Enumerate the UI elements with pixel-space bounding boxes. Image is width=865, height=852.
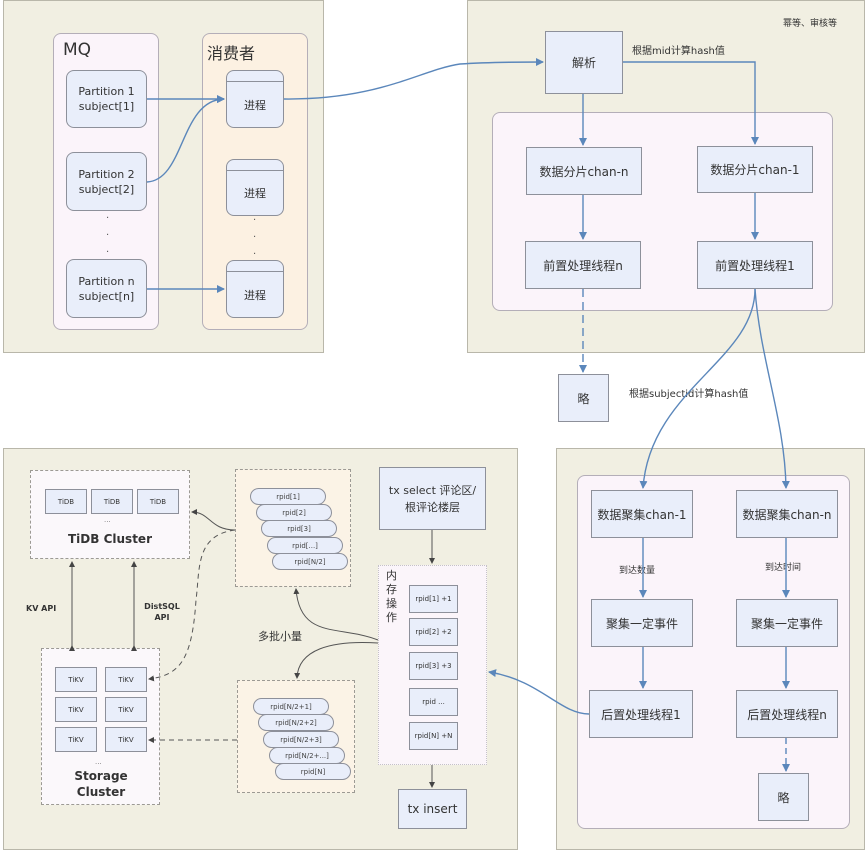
partition-2[interactable]: Partition 2 subject[2] bbox=[66, 152, 147, 211]
tx-select-node[interactable]: tx select 评论区/根评论楼层 bbox=[379, 467, 486, 530]
ellipsis-dot: · bbox=[106, 230, 110, 241]
batch-label: 多批小量 bbox=[258, 630, 302, 643]
partition-1-subject: subject[1] bbox=[78, 100, 135, 113]
storage-cluster-title: Storage Cluster bbox=[74, 769, 128, 799]
tikv-ellipsis: ... bbox=[95, 758, 102, 766]
collect-events-n[interactable]: 聚集一定事件 bbox=[736, 599, 838, 647]
omitted-node-bottom[interactable]: 略 bbox=[758, 773, 809, 821]
collect-events-1[interactable]: 聚集一定事件 bbox=[591, 599, 693, 647]
ellipsis-dot: · bbox=[253, 249, 257, 260]
tikv-node: TiKV bbox=[105, 727, 147, 752]
ellipsis-dot: · bbox=[106, 213, 110, 224]
shard-chan-1[interactable]: 数据分片chan-1 bbox=[697, 146, 813, 193]
trigger-count-label: 到达数量 bbox=[619, 566, 656, 576]
memory-op: rpid[3] +3 bbox=[409, 652, 458, 680]
aggregate-chan-n[interactable]: 数据聚集chan-n bbox=[736, 490, 838, 538]
memory-op: rpid ... bbox=[409, 688, 458, 716]
partition-2-name: Partition 2 bbox=[78, 167, 135, 181]
ellipsis-dot: · bbox=[253, 215, 257, 226]
rpid-pill: rpid[N/2+1] bbox=[253, 698, 329, 715]
omitted-node-top[interactable]: 略 bbox=[558, 374, 609, 422]
post-thread-n[interactable]: 后置处理线程n bbox=[736, 690, 838, 738]
tikv-node: TiKV bbox=[55, 727, 97, 752]
rpid-pill: rpid[...] bbox=[267, 537, 343, 554]
kv-api-label: KV API bbox=[26, 604, 57, 613]
pre-thread-1[interactable]: 前置处理线程1 bbox=[697, 241, 813, 289]
pre-thread-n[interactable]: 前置处理线程n bbox=[525, 241, 641, 289]
process-label: 进程 bbox=[244, 98, 266, 112]
mq-title: MQ bbox=[63, 40, 92, 60]
idempotent-note: 幂等、审核等 bbox=[783, 19, 838, 29]
shard-chan-n[interactable]: 数据分片chan-n bbox=[526, 147, 642, 195]
rpid-pill: rpid[N] bbox=[275, 763, 351, 780]
rpid-pill: rpid[3] bbox=[261, 520, 337, 537]
memory-ops-label: 内存操作 bbox=[386, 569, 397, 624]
rpid-pill: rpid[N/2+3] bbox=[263, 731, 339, 748]
tikv-node: TiKV bbox=[55, 697, 97, 722]
tikv-node: TiKV bbox=[55, 667, 97, 692]
rpid-pill: rpid[N/2+2] bbox=[258, 714, 334, 731]
tikv-node: TiKV bbox=[105, 667, 147, 692]
memory-op: rpid[N] +N bbox=[409, 722, 458, 750]
partition-n[interactable]: Partition n subject[n] bbox=[66, 259, 147, 318]
memory-op: rpid[1] +1 bbox=[409, 585, 458, 613]
trigger-time-label: 到达时间 bbox=[765, 563, 802, 573]
process-1[interactable]: 进程 bbox=[226, 70, 284, 128]
tidb-node: TiDB bbox=[137, 489, 179, 514]
process-n[interactable]: 进程 bbox=[226, 260, 284, 318]
tx-insert-node[interactable]: tx insert bbox=[398, 789, 467, 829]
process-header bbox=[227, 261, 283, 272]
partition-1-name: Partition 1 bbox=[78, 85, 135, 98]
rpid-pill: rpid[N/2+...] bbox=[269, 747, 345, 764]
partition-n-name: Partition n bbox=[78, 274, 135, 288]
process-2[interactable]: 进程 bbox=[226, 159, 284, 216]
ellipsis-dot: · bbox=[106, 247, 110, 258]
partition-n-subject: subject[n] bbox=[78, 289, 135, 303]
rpid-pill: rpid[2] bbox=[256, 504, 332, 521]
distsql-api-label: DistSQL API bbox=[144, 602, 180, 622]
process-header bbox=[227, 71, 283, 82]
aggregate-chan-1[interactable]: 数据聚集chan-1 bbox=[591, 490, 693, 538]
parse-node[interactable]: 解析 bbox=[545, 31, 623, 94]
rpid-pill: rpid[1] bbox=[250, 488, 326, 505]
mid-hash-label: 根据mid计算hash值 bbox=[632, 46, 725, 57]
tidb-node: TiDB bbox=[91, 489, 133, 514]
tikv-node: TiKV bbox=[105, 697, 147, 722]
subjectid-hash-label: 根据subjectid计算hash值 bbox=[629, 389, 749, 400]
process-label: 进程 bbox=[244, 288, 266, 302]
process-label: 进程 bbox=[244, 187, 266, 200]
ellipsis-dot: · bbox=[253, 232, 257, 243]
partition-2-subject: subject[2] bbox=[78, 182, 135, 196]
post-thread-1[interactable]: 后置处理线程1 bbox=[589, 690, 693, 738]
process-header bbox=[227, 160, 283, 171]
consumer-title: 消费者 bbox=[207, 44, 256, 63]
tidb-node: TiDB bbox=[45, 489, 87, 514]
rpid-pill: rpid[N/2] bbox=[272, 553, 348, 570]
tidb-cluster-title: TiDB Cluster bbox=[68, 532, 152, 546]
partition-1[interactable]: Partition 1 subject[1] bbox=[66, 70, 147, 128]
tidb-ellipsis: ... bbox=[104, 516, 111, 524]
memory-op: rpid[2] +2 bbox=[409, 618, 458, 646]
